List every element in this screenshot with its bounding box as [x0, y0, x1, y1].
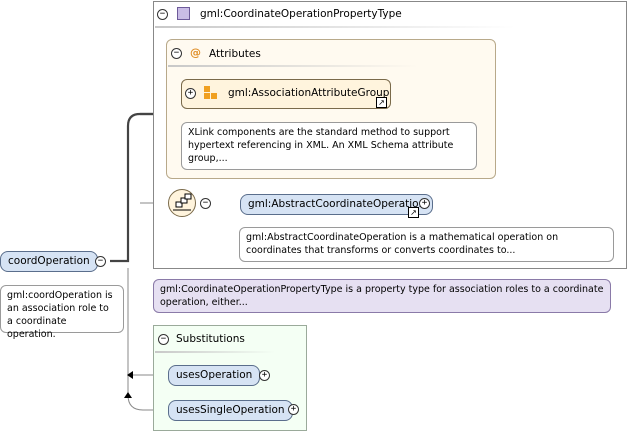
attributes-title: Attributes	[209, 48, 261, 60]
arrow-2	[124, 392, 132, 398]
child-element-node[interactable]: gml:AbstractCoordinateOperation	[240, 194, 434, 215]
child-element-doc: gml:AbstractCoordinateOperation is a mat…	[239, 227, 614, 262]
complex-type-icon	[177, 7, 190, 20]
complex-type-underline	[155, 26, 515, 28]
substitutions-collapse-toggle[interactable]: −	[158, 334, 169, 345]
attribute-group-icon	[204, 86, 218, 100]
root-element-collapse-toggle[interactable]: −	[95, 256, 106, 267]
attributes-collapse-toggle[interactable]: −	[171, 48, 182, 59]
substitution-expand-toggle[interactable]: +	[288, 404, 299, 415]
sequence-symbol	[173, 193, 192, 211]
at-sign-icon: @	[190, 46, 201, 59]
substitutions-title: Substitutions	[176, 333, 245, 345]
attribute-group-link-icon[interactable]: ↗	[376, 97, 387, 108]
attribute-group-node[interactable]	[181, 79, 391, 109]
child-element-link-icon[interactable]: ↗	[408, 207, 419, 218]
substitution-label: usesSingleOperation	[176, 404, 285, 416]
attribute-group-expand-toggle[interactable]: +	[185, 88, 196, 99]
child-element-expand-toggle[interactable]: +	[419, 198, 430, 209]
attribute-group-label: gml:AssociationAttributeGroup	[228, 87, 390, 99]
attribute-group-doc: XLink components are the standard method…	[181, 122, 477, 170]
arrow-1	[127, 371, 133, 379]
substitutions-underline	[155, 351, 275, 353]
root-element-node[interactable]: coordOperation	[0, 251, 98, 272]
substitution-item-uses-single-operation[interactable]: usesSingleOperation	[168, 400, 293, 421]
substitution-item-uses-operation[interactable]: usesOperation	[168, 365, 261, 386]
sequence-collapse-toggle[interactable]: −	[200, 198, 211, 209]
attributes-underline	[168, 65, 418, 67]
complex-type-collapse-toggle[interactable]: −	[157, 9, 168, 20]
complex-type-doc: gml:CoordinateOperationPropertyType is a…	[153, 279, 611, 313]
root-element-doc: gml:coordOperation is an association rol…	[0, 285, 124, 340]
substitution-label: usesOperation	[176, 369, 253, 381]
complex-type-label: gml:CoordinateOperationPropertyType	[200, 8, 402, 20]
substitution-expand-toggle[interactable]: +	[259, 370, 270, 381]
sequence-compositor-icon[interactable]	[168, 189, 196, 217]
root-element-label: coordOperation	[8, 255, 90, 267]
child-element-label: gml:AbstractCoordinateOperation	[248, 198, 426, 210]
root-connector	[110, 112, 183, 263]
